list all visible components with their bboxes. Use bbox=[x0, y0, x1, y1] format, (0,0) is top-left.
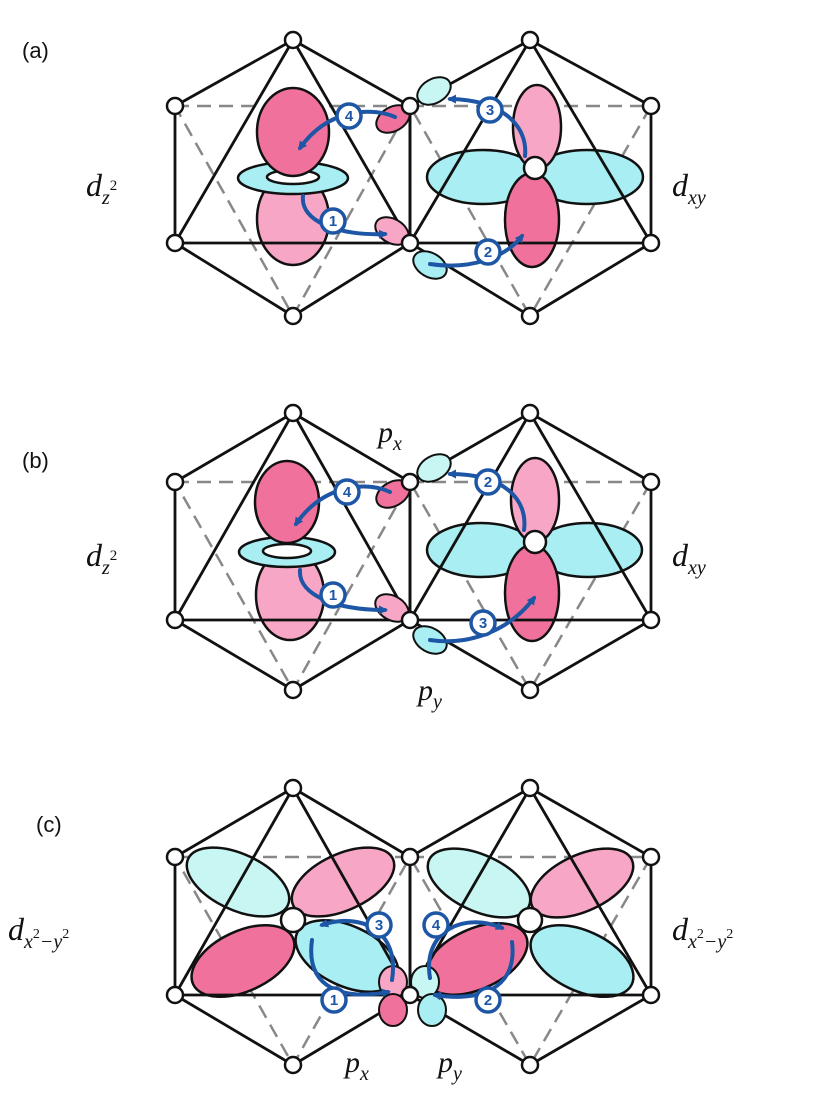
left-orbital-label: dz2 bbox=[86, 167, 117, 209]
vertex-atoms bbox=[165, 30, 661, 326]
px-label: px bbox=[376, 416, 402, 455]
panel-b: (b) bbox=[22, 403, 706, 713]
panel-b-label: (b) bbox=[22, 448, 49, 473]
dz2-orbital bbox=[237, 459, 337, 642]
panel-c: (c) bbox=[8, 778, 733, 1085]
step-badge: 2 bbox=[474, 986, 502, 1014]
py-label: py bbox=[436, 1046, 462, 1085]
step-badge: 4 bbox=[422, 911, 450, 939]
step-badge: 4 bbox=[335, 102, 363, 130]
dx2y2-orbital-left bbox=[185, 846, 400, 999]
vertex-atoms bbox=[165, 403, 661, 700]
right-orbital-label: dxy bbox=[672, 167, 706, 209]
right-orbital-label: dx2−y2 bbox=[672, 911, 733, 953]
vertex-atoms bbox=[165, 778, 661, 1075]
step-badge: 2 bbox=[474, 238, 502, 266]
svg-text:3: 3 bbox=[375, 917, 383, 934]
dx2y2-orbital-right bbox=[423, 847, 635, 999]
front-triangles bbox=[173, 786, 653, 997]
front-triangles bbox=[173, 411, 653, 622]
step-badge: 3 bbox=[469, 609, 497, 637]
svg-text:4: 4 bbox=[343, 484, 352, 501]
ligand-p-orbitals bbox=[374, 453, 452, 655]
panel-a: (a) bbox=[22, 30, 706, 326]
front-triangles bbox=[173, 38, 653, 245]
step-badges: 1 2 3 4 bbox=[319, 96, 504, 266]
svg-text:2: 2 bbox=[484, 244, 492, 261]
step-badge: 1 bbox=[319, 207, 347, 235]
step-badge: 3 bbox=[476, 96, 504, 124]
svg-text:2: 2 bbox=[484, 474, 492, 491]
svg-text:4: 4 bbox=[432, 917, 441, 934]
svg-text:2: 2 bbox=[484, 992, 492, 1009]
svg-text:1: 1 bbox=[330, 992, 338, 1009]
octahedron-outlines bbox=[173, 786, 653, 1067]
py-label: py bbox=[416, 674, 442, 713]
left-orbital-label: dx2−y2 bbox=[8, 911, 69, 953]
step-badge: 4 bbox=[333, 478, 361, 506]
step-badge: 1 bbox=[320, 986, 348, 1014]
dxy-orbital bbox=[425, 456, 644, 643]
right-orbital-label: dxy bbox=[672, 537, 706, 579]
left-orbital-label: dz2 bbox=[86, 537, 117, 579]
step-badges: 1 2 3 4 bbox=[319, 468, 502, 637]
panel-c-label: (c) bbox=[36, 812, 62, 837]
panel-a-label: (a) bbox=[22, 38, 49, 63]
svg-text:1: 1 bbox=[329, 587, 337, 604]
step-badge: 1 bbox=[319, 581, 347, 609]
svg-text:3: 3 bbox=[486, 102, 494, 119]
back-triangles bbox=[172, 480, 654, 693]
svg-text:4: 4 bbox=[345, 108, 354, 125]
svg-text:1: 1 bbox=[329, 213, 337, 230]
step-badges: 1 2 3 4 bbox=[320, 911, 502, 1014]
dz2-orbital bbox=[236, 86, 350, 267]
step-badge: 2 bbox=[474, 468, 502, 496]
px-label: px bbox=[343, 1046, 369, 1085]
step-badge: 3 bbox=[365, 911, 393, 939]
svg-text:3: 3 bbox=[479, 615, 487, 632]
